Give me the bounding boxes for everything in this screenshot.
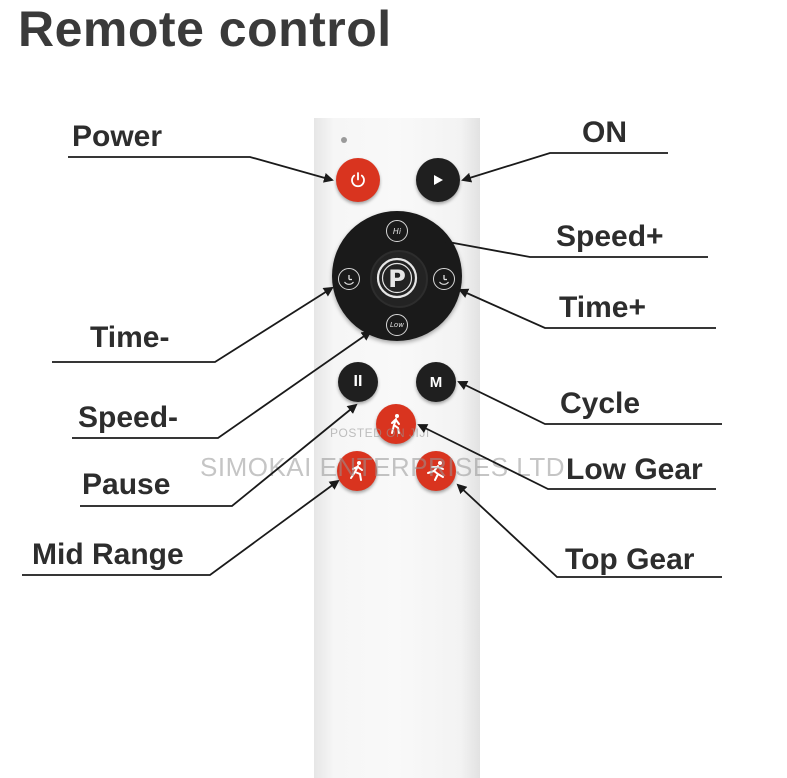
program-button[interactable] <box>370 250 428 308</box>
low-gear-label: Low Gear <box>566 453 703 486</box>
power-leader <box>68 156 334 183</box>
pause-icon: II <box>353 373 363 390</box>
page-title: Remote control <box>18 1 392 57</box>
speed-plus-button[interactable]: Hi <box>386 220 408 242</box>
top-gear-label: Top Gear <box>565 543 695 576</box>
time-minus-button[interactable] <box>338 268 360 290</box>
power-button[interactable] <box>336 158 380 202</box>
time-minus-label: Time- <box>90 321 170 354</box>
pause-button[interactable]: II <box>338 362 378 402</box>
hi-glyph: Hi <box>392 226 402 236</box>
clock-minus-icon <box>344 275 354 285</box>
cycle-button[interactable]: M <box>416 362 456 402</box>
mid-range-label: Mid Range <box>32 538 184 571</box>
time-plus-button[interactable] <box>433 268 455 290</box>
speed-plus-label: Speed+ <box>556 220 664 253</box>
on-label: ON <box>582 116 627 149</box>
walking-icon <box>391 414 400 434</box>
watermark-posted: POSTED ON JIJI <box>330 426 430 440</box>
low-gear-button[interactable] <box>376 404 416 444</box>
mode-icon: M <box>429 373 443 391</box>
time-plus-label: Time+ <box>559 291 646 324</box>
on-leader <box>461 152 668 183</box>
clock-plus-icon <box>439 275 449 285</box>
low-glyph: Low <box>390 321 404 329</box>
speed-minus-label: Speed- <box>78 401 179 434</box>
watermark-company: SIMOKAI ENTERPRISES LTD <box>200 452 565 482</box>
play-icon <box>434 175 443 185</box>
indicator-led <box>341 137 347 143</box>
power-label: Power <box>72 120 163 153</box>
pause-label: Pause <box>82 468 171 501</box>
speed-minus-button[interactable]: Low <box>386 314 408 336</box>
power-icon <box>351 172 365 188</box>
cycle-label: Cycle <box>560 387 641 420</box>
on-button[interactable] <box>416 158 460 202</box>
